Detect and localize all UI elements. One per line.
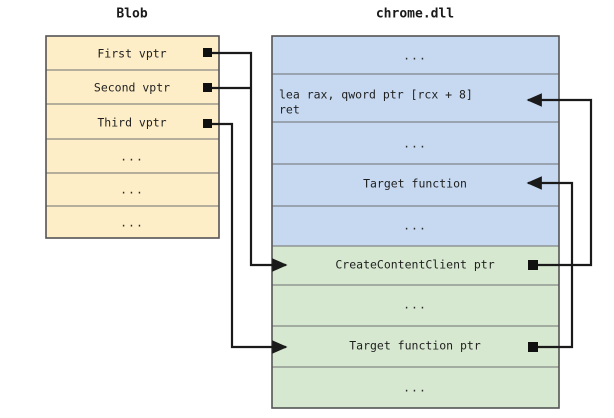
chrome-row-cell-1[interactable] bbox=[271, 73, 560, 123]
blob-row-label-ellipsis-2: ... bbox=[120, 183, 144, 197]
chrome-row-label-createcontentclient-ptr: CreateContentClient ptr bbox=[335, 258, 494, 272]
port-square-first-vptr[interactable] bbox=[203, 48, 212, 57]
blob-row-cell-1[interactable] bbox=[45, 69, 220, 105]
chrome-row-label-ellipsis-3: ... bbox=[403, 219, 427, 233]
chrome-row-cell-2[interactable] bbox=[271, 121, 560, 165]
port-square-target-function-ptr[interactable] bbox=[528, 342, 538, 352]
edge-createcontentclient-ptr-to-lea-stub bbox=[526, 93, 593, 267]
port-square-createcontentclient-ptr[interactable] bbox=[528, 260, 538, 270]
chrome-dll-table-outline bbox=[271, 35, 560, 409]
chrome-dll-column-title: chrome.dll bbox=[376, 7, 454, 22]
chrome-row-cell-8[interactable] bbox=[271, 366, 560, 409]
chrome-row-cell-4[interactable] bbox=[271, 205, 560, 247]
blob-row-label-ellipsis-1: ... bbox=[120, 150, 144, 164]
chrome-row-cell-3[interactable] bbox=[271, 163, 560, 207]
chrome-row-label-ellipsis-2: ... bbox=[403, 137, 427, 151]
blob-column-title: Blob bbox=[116, 7, 147, 22]
edge-first-vptr-to-createcontentclient-ptr bbox=[210, 51, 288, 272]
chrome-row-cell-7[interactable] bbox=[271, 325, 560, 368]
port-square-second-vptr[interactable] bbox=[203, 83, 212, 92]
blob-table: First vptr Second vptr Third vptr ... ..… bbox=[45, 35, 220, 239]
chrome-row-cell-5[interactable] bbox=[271, 245, 560, 286]
edge-target-function-ptr-to-target-function bbox=[526, 176, 574, 349]
port-square-third-vptr[interactable] bbox=[203, 119, 212, 128]
edge-group bbox=[210, 51, 593, 354]
chrome-row-label-lea-instruction: lea rax, qword ptr [rcx + 8] bbox=[279, 88, 473, 102]
chrome-dll-table: ... lea rax, qword ptr [rcx + 8] ret ...… bbox=[271, 35, 560, 409]
blob-row-label-second-vptr: Second vptr bbox=[94, 81, 170, 95]
chrome-row-cell-6[interactable] bbox=[271, 284, 560, 327]
chrome-row-label-ellipsis-1: ... bbox=[403, 49, 427, 63]
blob-row-cell-2[interactable] bbox=[45, 103, 220, 140]
edge-third-vptr-to-target-function-ptr bbox=[210, 122, 288, 354]
blob-row-label-ellipsis-3: ... bbox=[120, 216, 144, 230]
port-group bbox=[203, 48, 538, 352]
blob-row-label-first-vptr: First vptr bbox=[97, 47, 166, 61]
chrome-row-label-target-function-ptr: Target function ptr bbox=[349, 339, 481, 353]
chrome-row-label-ret-instruction: ret bbox=[279, 103, 300, 117]
blob-row-label-third-vptr: Third vptr bbox=[97, 116, 166, 130]
blob-row-cell-0[interactable] bbox=[45, 35, 220, 71]
chrome-row-label-target-function: Target function bbox=[363, 177, 467, 191]
blob-table-outline bbox=[45, 35, 220, 239]
chrome-row-label-ellipsis-4: ... bbox=[403, 298, 427, 312]
chrome-row-label-ellipsis-5: ... bbox=[403, 381, 427, 395]
